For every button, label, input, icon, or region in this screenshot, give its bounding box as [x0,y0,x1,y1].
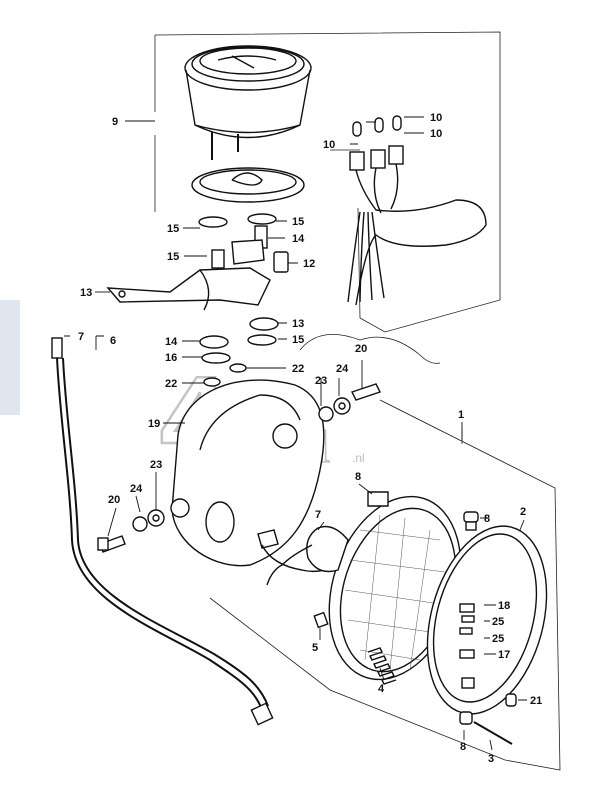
callout-labels: 9 10 10 10 15 15 14 15 12 13 13 14 15 16… [78,112,542,765]
adjusting-spring [367,647,397,685]
callout-2: 2 [520,506,526,518]
callout-9: 7 [315,509,321,521]
callout-7b: 8 [460,741,466,753]
callout-7a: 8 [484,513,490,525]
callout-5: 5 [312,642,318,654]
speedometer-meter [184,45,312,203]
callout-8b: 17 [498,649,510,661]
callout-24b: 24 [130,483,143,495]
callout-16: 13 [80,287,92,299]
callout-12: 12 [303,258,315,270]
callout-22b: 22 [165,378,177,390]
callout-23a: 23 [315,375,327,387]
callout-6: 8 [355,471,361,483]
callout-11: 9 [112,116,118,128]
callout-13a: 13 [292,318,304,330]
callout-25a: 25 [492,616,504,628]
callout-3: 3 [488,753,494,765]
scan-edge-tab [0,300,20,415]
callout-15b: 15 [292,216,304,228]
callout-14a: 14 [292,233,305,245]
callout-22a: 22 [292,363,304,375]
callout-21: 21 [530,695,542,707]
speedometer-cable [51,337,274,726]
callout-15c: 15 [292,334,304,346]
callout-20a: 20 [355,343,367,355]
callout-10b: 10 [430,128,442,140]
callout-13b: 14 [165,336,178,348]
headlight-case [170,379,343,573]
callout-14b: 15 [167,251,179,263]
callout-17: 6 [110,335,116,347]
callout-20b: 20 [108,494,120,506]
callout-10c: 10 [323,139,335,151]
callout-23b: 23 [150,459,162,471]
callout-4: 4 [378,683,385,695]
callout-19: 19 [148,418,160,430]
callout-15a: 15 [167,223,179,235]
callout-18: 7 [78,331,84,343]
meter-bracket-hardware [106,213,289,387]
indicator-bulbs-wiring [347,115,487,306]
leader-lines [64,116,527,751]
callout-10a: 10 [430,112,442,124]
callout-1: 1 [458,409,464,421]
callout-8a: 18 [498,600,510,612]
callout-24a: 24 [336,363,349,375]
mount-bolts-washers [97,383,381,553]
callout-25b: 25 [492,633,504,645]
svg-text:.nl: .nl [352,451,365,465]
headlight-rim [426,525,548,745]
callout-15d: 16 [165,352,177,364]
